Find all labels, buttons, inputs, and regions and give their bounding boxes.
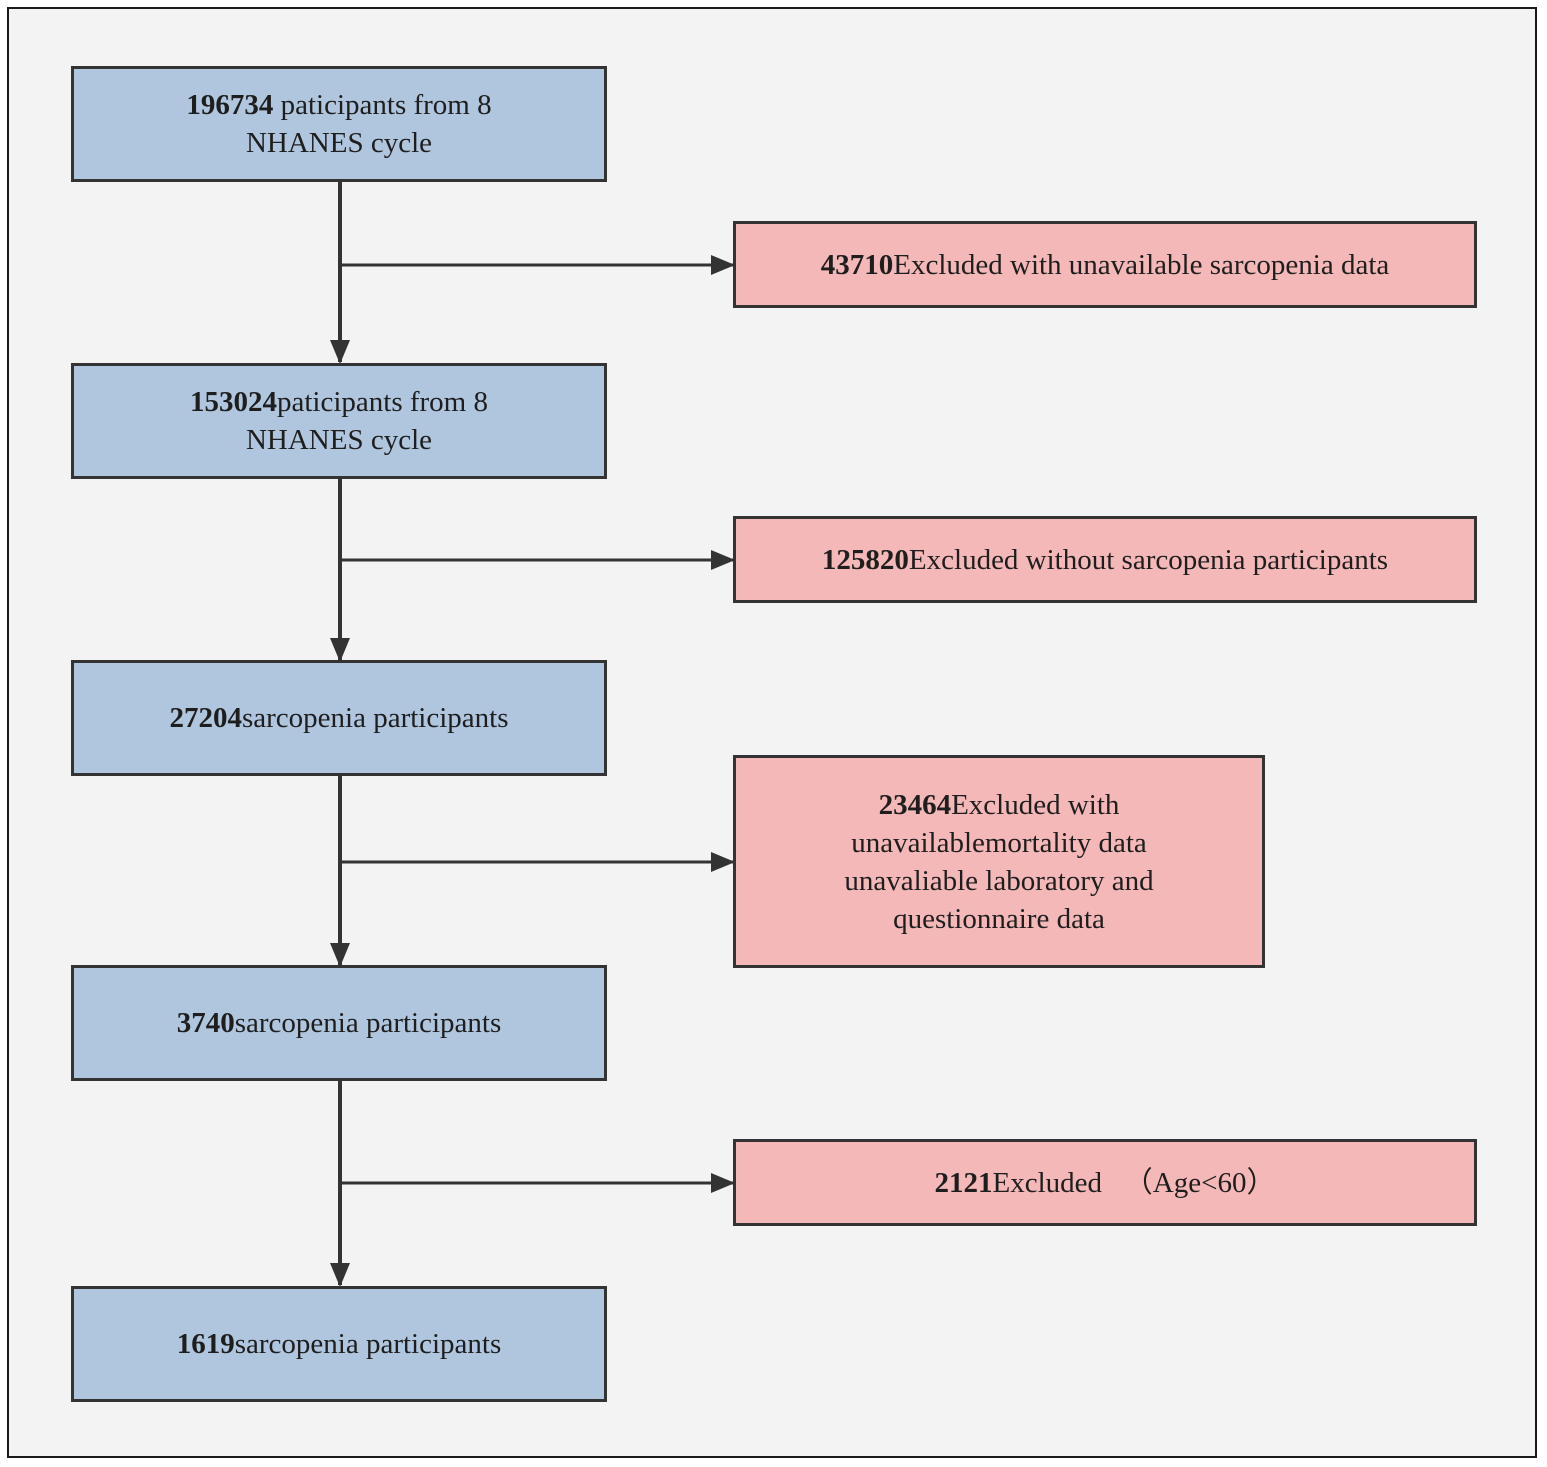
main-box-2: 153024paticipants from 8 NHANES cycle [71,363,607,479]
main-box-5: 1619sarcopenia participants [71,1286,607,1402]
main-box-3-count: 27204 [169,702,242,734]
exclusion-box-1-count: 43710 [820,248,894,281]
exclusion-box-3: 23464Excluded with unavailablemortality … [733,755,1265,968]
main-box-2-count: 153024 [189,386,277,418]
main-box-1: 196734 paticipants from 8 NHANES cycle [71,66,607,182]
exclusion-box-4: 2121Excluded （Age<60） [733,1139,1477,1226]
exclusion-box-3-count: 23464 [878,788,952,821]
exclusion-box-2-text: Excluded without sarcopenia participants [908,543,1389,576]
exclusion-box-4-text: Excluded （Age<60） [992,1166,1276,1199]
exclusion-box-2: 125820Excluded without sarcopenia partic… [733,516,1477,603]
exclusion-box-1-text: Excluded with unavailable sarcopenia dat… [893,248,1390,281]
main-box-5-count: 1619 [176,1328,235,1360]
main-box-2-line2: NHANES cycle [245,424,433,456]
exclusion-box-2-count: 125820 [821,543,909,576]
main-box-1-count: 196734 [186,89,274,121]
main-box-4: 3740sarcopenia participants [71,965,607,1081]
main-box-1-line2: NHANES cycle [245,127,433,159]
main-box-3: 27204sarcopenia participants [71,660,607,776]
exclusion-box-3-line3: unavaliable laboratory and [844,864,1154,897]
exclusion-box-3-line4: questionnaire data [893,902,1105,935]
main-box-1-text: paticipants from 8 [273,89,492,121]
exclusion-box-4-count: 2121 [934,1166,993,1199]
exclusion-box-3-line2: unavailablemortality data [851,826,1147,859]
exclusion-box-1: 43710Excluded with unavailable sarcopeni… [733,221,1477,308]
main-box-3-text: sarcopenia participants [241,702,509,734]
main-box-5-text: sarcopenia participants [234,1328,502,1360]
main-box-4-text: sarcopenia participants [234,1007,502,1039]
main-box-2-text: paticipants from 8 [276,386,488,418]
main-box-4-count: 3740 [176,1007,235,1039]
exclusion-box-3-text: Excluded with [951,788,1120,821]
